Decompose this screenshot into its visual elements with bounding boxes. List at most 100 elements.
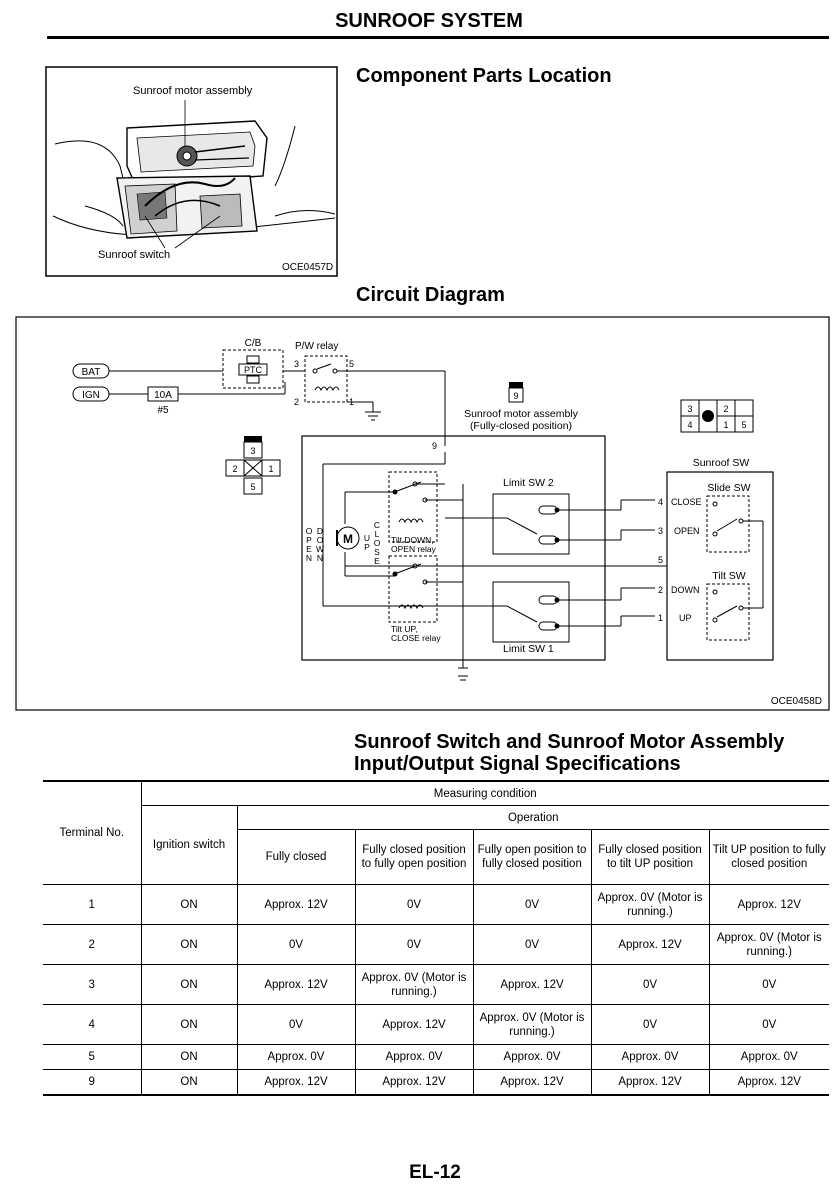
operation-header: Operation xyxy=(236,805,829,830)
table-row: 3 ON Approx. 12V Approx. 0V (Motor is ru… xyxy=(43,964,829,1005)
table-row: 1 ON Approx. 12V 0V 0V Approx. 0V (Motor… xyxy=(43,884,829,925)
limit-switch-connector: 3 2 1 5 xyxy=(225,436,281,495)
up-terminal-label: UP xyxy=(679,613,692,623)
svg-text:5: 5 xyxy=(250,482,255,492)
svg-text:W: W xyxy=(316,544,324,554)
terminal-cell: 3 xyxy=(43,964,142,1005)
column-header: Fully closed position to tilt UP positio… xyxy=(590,829,710,885)
ptc-label: PTC xyxy=(244,365,263,375)
svg-text:P: P xyxy=(364,542,370,552)
limit-sw1-label: Limit SW 1 xyxy=(503,643,554,655)
signal-spec-table: Terminal No. Measuring condition Ignitio… xyxy=(43,780,829,1096)
motor-assembly-sublabel: (Fully-closed position) xyxy=(470,420,572,432)
relay-pin-3: 3 xyxy=(294,359,299,369)
svg-text:5: 5 xyxy=(658,555,663,565)
terminal-no-header: Terminal No. xyxy=(43,780,142,885)
column-header: Fully closed position to fully open posi… xyxy=(354,829,474,885)
terminal-cell: 1 xyxy=(43,884,142,925)
value-cell: Approx. 12V xyxy=(236,1069,356,1096)
svg-text:M: M xyxy=(343,532,353,546)
circuit-figure-code: OCE0458D xyxy=(771,696,822,707)
svg-text:O: O xyxy=(306,526,313,536)
terminal-cell: 4 xyxy=(43,1004,142,1045)
terminal-cell: 9 xyxy=(43,1069,142,1096)
value-cell: 0V xyxy=(708,964,829,1005)
fuse-number: #5 xyxy=(157,405,169,416)
limit-switch-1 xyxy=(492,581,570,643)
table-row: 2 ON 0V 0V 0V Approx. 12V Approx. 0V (Mo… xyxy=(43,924,829,965)
value-cell: 0V xyxy=(590,964,710,1005)
value-cell: Approx. 12V xyxy=(472,964,592,1005)
column-header: Fully open position to fully closed posi… xyxy=(472,829,592,885)
value-cell: 0V xyxy=(236,1004,356,1045)
ignition-cell: ON xyxy=(140,1069,238,1096)
tilt-up-label: Tilt UP, xyxy=(391,624,417,634)
svg-text:3: 3 xyxy=(687,404,692,414)
specs-heading-line2: Input/Output Signal Specifications xyxy=(354,753,681,775)
svg-text:1: 1 xyxy=(658,613,663,623)
svg-text:C: C xyxy=(374,520,380,530)
table-row: 9 ON Approx. 12V Approx. 12V Approx. 12V… xyxy=(43,1069,829,1096)
bat-terminal: BAT xyxy=(72,363,110,379)
specs-heading-line1: Sunroof Switch and Sunroof Motor Assembl… xyxy=(354,731,785,753)
svg-text:2: 2 xyxy=(723,404,728,414)
value-cell: Approx. 12V xyxy=(708,1069,829,1096)
value-cell: 0V xyxy=(590,1004,710,1045)
limit-sw2-label: Limit SW 2 xyxy=(503,477,554,489)
value-cell: Approx. 12V xyxy=(354,1004,474,1045)
page-title: SUNROOF SYSTEM xyxy=(335,10,523,32)
table-row: 4 ON 0V Approx. 12V Approx. 0V (Motor is… xyxy=(43,1004,829,1045)
svg-text:2: 2 xyxy=(232,464,237,474)
ignition-switch-header: Ignition switch xyxy=(140,805,238,885)
value-cell: 0V xyxy=(708,1004,829,1045)
svg-text:E: E xyxy=(374,556,380,566)
measuring-condition-header: Measuring condition xyxy=(140,780,829,806)
svg-text:1: 1 xyxy=(268,464,273,474)
open-terminal-label: OPEN xyxy=(674,526,700,536)
svg-text:3: 3 xyxy=(658,526,663,536)
svg-text:5: 5 xyxy=(741,420,746,430)
value-cell: Approx. 12V xyxy=(354,1069,474,1096)
component-location-illustration: Sunroof motor assembly Sunroof switch OC… xyxy=(45,66,338,277)
svg-text:D: D xyxy=(317,526,323,536)
value-cell: Approx. 12V xyxy=(236,884,356,925)
ign-terminal: IGN xyxy=(72,386,110,402)
value-cell: Approx. 12V xyxy=(472,1069,592,1096)
value-cell: Approx. 0V (Motor is running.) xyxy=(708,924,829,965)
svg-text:O: O xyxy=(317,535,324,545)
svg-text:O: O xyxy=(374,538,381,548)
sunroof-motor-label: Sunroof motor assembly xyxy=(133,85,253,97)
pw-relay xyxy=(304,355,348,403)
terminal-cell: 2 xyxy=(43,924,142,965)
ignition-cell: ON xyxy=(140,1044,238,1070)
component-parts-heading: Component Parts Location xyxy=(356,65,612,87)
tilt-up-close-relay xyxy=(388,555,438,623)
tilt-sw-label: Tilt SW xyxy=(712,570,746,582)
motor-connector-pin: 9 xyxy=(513,391,518,401)
cb-label: C/B xyxy=(245,338,262,349)
circuit-breaker xyxy=(222,349,284,389)
tilt-down-open-relay xyxy=(388,471,438,543)
relay-pin-2: 2 xyxy=(294,397,299,407)
value-cell: Approx. 0V xyxy=(708,1044,829,1070)
sunroof-switch-label: Sunroof switch xyxy=(98,249,170,261)
value-cell: Approx. 0V xyxy=(354,1044,474,1070)
sunroof-switch-connector: 3 2 4 1 5 xyxy=(680,399,754,433)
svg-text:U: U xyxy=(364,533,370,543)
svg-text:1: 1 xyxy=(723,420,728,430)
tilt-down-label: Tilt DOWN, xyxy=(391,535,434,545)
terminal-cell: 5 xyxy=(43,1044,142,1070)
svg-text:IGN: IGN xyxy=(82,390,100,401)
svg-text:N: N xyxy=(306,553,312,563)
svg-text:N: N xyxy=(317,553,323,563)
value-cell: Approx. 0V xyxy=(236,1044,356,1070)
value-cell: Approx. 12V xyxy=(590,1069,710,1096)
ignition-cell: ON xyxy=(140,964,238,1005)
svg-text:2: 2 xyxy=(658,585,663,595)
relay-pin-5: 5 xyxy=(349,359,354,369)
svg-text:BAT: BAT xyxy=(82,367,101,378)
limit-switch-2 xyxy=(492,493,570,555)
value-cell: Approx. 12V xyxy=(236,964,356,1005)
slide-sw-label: Slide SW xyxy=(707,482,750,494)
ignition-cell: ON xyxy=(140,884,238,925)
